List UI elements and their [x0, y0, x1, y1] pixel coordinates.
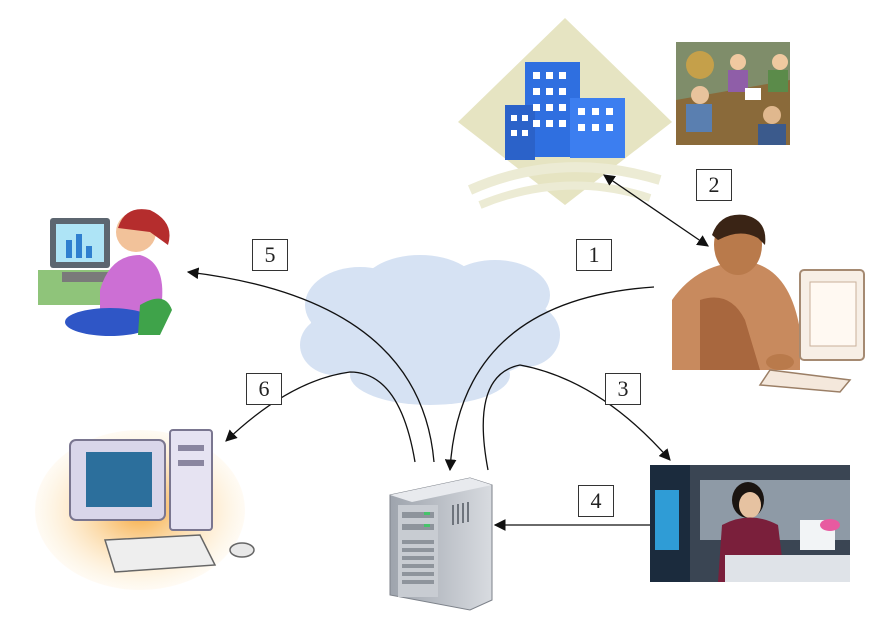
desktop-computer-icon: [35, 429, 255, 590]
server-tower-icon: [389, 477, 493, 611]
cloud-icon: [300, 255, 560, 405]
step-label-2: 2: [696, 169, 732, 201]
woman-operator-photo: [650, 465, 850, 582]
step-label-3: 3: [605, 373, 641, 405]
office-building-icon: [458, 18, 672, 209]
man-at-computer-icon: [672, 214, 865, 393]
step-label-4: 4: [578, 485, 614, 517]
arrow-1: [444, 286, 655, 472]
connections: [186, 174, 709, 531]
arrow-6: [225, 371, 416, 463]
step-label-1: 1: [576, 239, 612, 271]
arrow-2: [603, 174, 709, 247]
arrow-3: [482, 364, 671, 471]
business-meeting-photo: [676, 42, 790, 145]
step-label-6: 6: [246, 373, 282, 405]
woman-at-computer-icon: [38, 209, 172, 336]
step-label-5: 5: [252, 239, 288, 271]
arrow-5: [186, 267, 435, 463]
